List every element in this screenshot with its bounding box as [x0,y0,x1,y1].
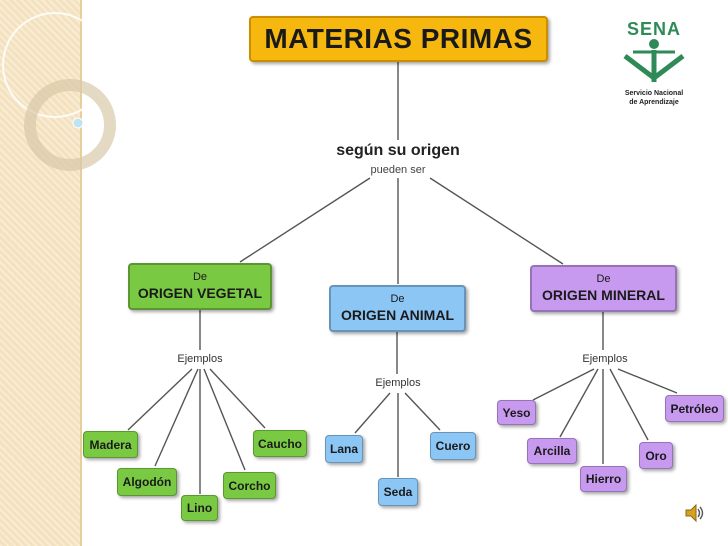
category-prefix: De [596,273,611,285]
decorative-rings [2,12,116,171]
category-origen-mineral: De ORIGEN MINERAL [530,265,677,312]
examples-label-mineral: Ejemplos [582,353,628,365]
example-corcho: Corcho [223,472,276,499]
sena-logo-line2: de Aprendizaje [629,99,679,106]
category-prefix: De [192,271,208,283]
category-name: ORIGEN ANIMAL [340,307,455,323]
example-lino: Lino [181,495,218,521]
sena-logo-icon [623,39,685,82]
sena-logo-brand: SENA [626,19,681,39]
example-hierro: Hierro [580,466,627,492]
example-cuero: Cuero [430,432,476,460]
subtitle: según su origen [336,142,460,159]
example-oro: Oro [639,442,673,469]
example-caucho: Caucho [253,430,307,457]
example-madera: Madera [83,431,138,458]
speaker-icon[interactable] [684,502,706,524]
example-arcilla: Arcilla [527,438,577,464]
sena-logo-line1: Servicio Nacional [624,90,684,97]
sena-logo: SENA Servicio Nacional de Aprendizaje [614,20,694,107]
example-yeso: Yeso [497,400,536,425]
examples-label-vegetal: Ejemplos [177,353,223,365]
category-origen-animal: De ORIGEN ANIMAL [329,285,466,332]
subtitle-note: pueden ser [370,164,426,176]
main-title: MATERIAS PRIMAS [249,16,548,62]
example-seda: Seda [378,478,418,506]
examples-label-animal: Ejemplos [375,377,421,389]
category-name: ORIGEN VEGETAL [137,285,263,301]
example-lana: Lana [325,435,363,463]
category-prefix: De [390,293,405,305]
example-petroleo: Petróleo [665,395,724,422]
category-origen-vegetal: De ORIGEN VEGETAL [128,263,272,310]
category-name: ORIGEN MINERAL [542,287,665,303]
example-algodon: Algodón [117,468,177,496]
